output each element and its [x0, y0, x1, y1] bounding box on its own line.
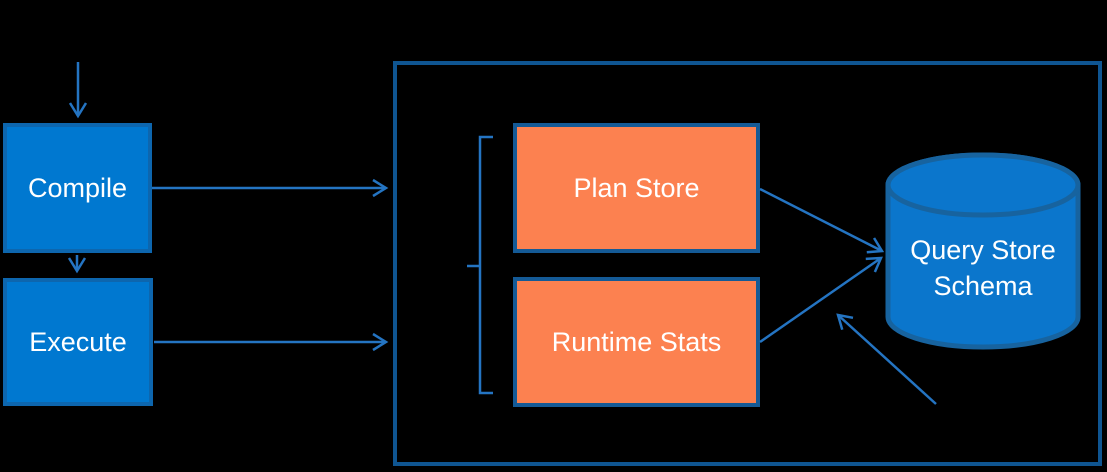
compile-node: Compile — [3, 123, 152, 253]
compile-label: Compile — [27, 172, 128, 203]
plan-store-node: Plan Store — [513, 123, 760, 253]
plan-store-label: Plan Store — [573, 172, 700, 203]
query-store-schema-label-line1: Query Store — [910, 235, 1056, 265]
query-store-container-box — [393, 61, 1102, 466]
query-store-schema-label-line2: Schema — [933, 271, 1033, 301]
query-store-schema-label: Query Store Schema — [888, 232, 1078, 304]
execute-label: Execute — [29, 326, 127, 357]
runtime-stats-label: Runtime Stats — [551, 326, 722, 357]
execute-node: Execute — [3, 278, 153, 406]
runtime-stats-node: Runtime Stats — [513, 277, 760, 407]
